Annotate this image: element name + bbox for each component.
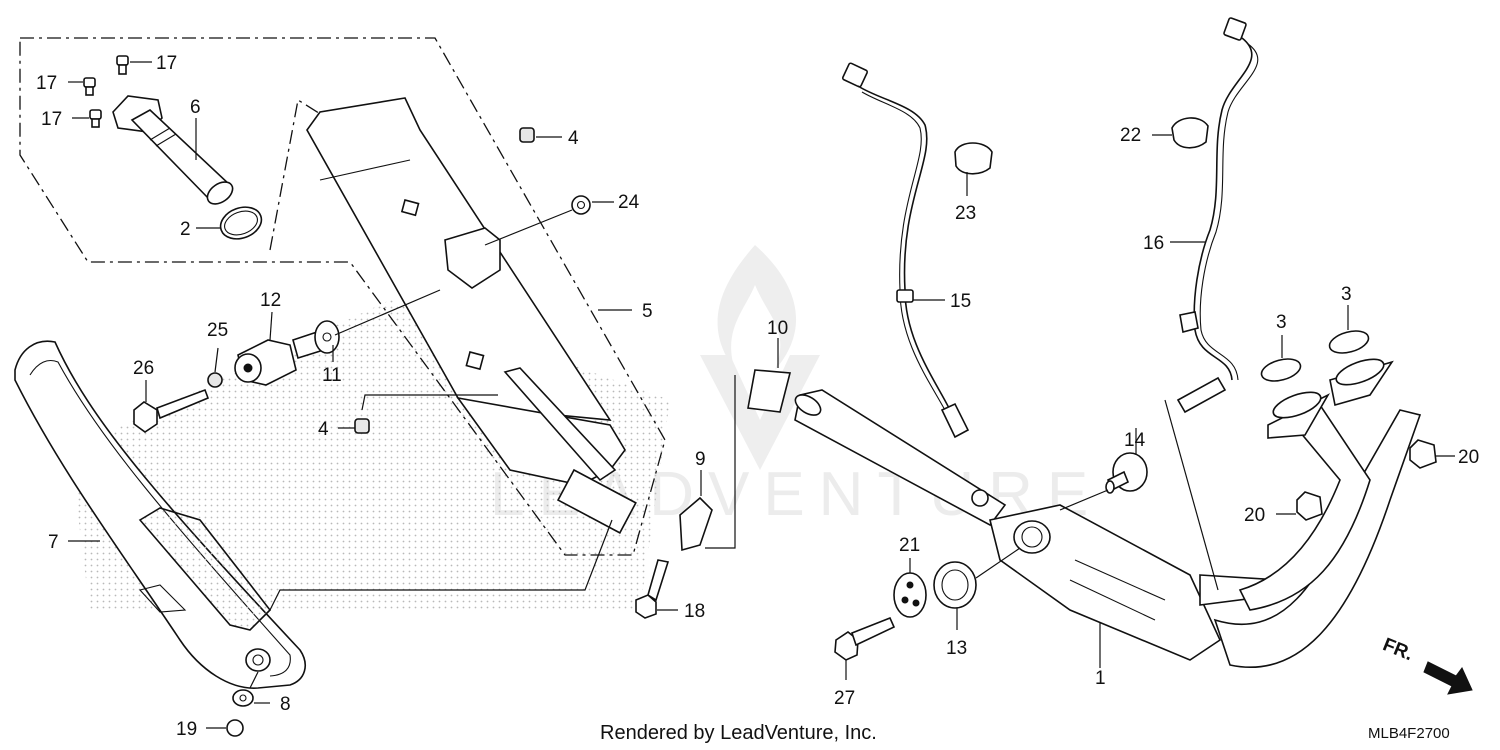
callout-2: 2 <box>180 219 191 240</box>
callout-22: 22 <box>1120 125 1141 146</box>
leader-lines-left <box>269 519 613 611</box>
muffler-5 <box>306 97 637 534</box>
callout-4: 4 <box>318 419 329 440</box>
callout-19: 19 <box>176 719 197 740</box>
callout-3: 3 <box>1341 284 1352 305</box>
render-credit: Rendered by LeadVenture, Inc. <box>600 722 877 744</box>
callout-24: 24 <box>618 192 640 213</box>
callout-1: 1 <box>1095 668 1106 689</box>
callout-17: 17 <box>156 53 177 74</box>
callout-6: 6 <box>190 97 201 118</box>
callout-8: 8 <box>280 694 291 715</box>
mount-hardware <box>133 289 441 433</box>
grommet-8 <box>232 671 270 707</box>
bolt-17-group <box>68 55 152 128</box>
callout-25: 25 <box>207 320 228 341</box>
callout-12: 12 <box>260 290 281 311</box>
callout-17: 17 <box>36 73 57 94</box>
bracket-9 <box>679 470 713 552</box>
callout-16: 16 <box>1143 233 1164 254</box>
diagram-code: MLB4F2700 <box>1368 725 1450 742</box>
leader-10-9 <box>705 375 736 549</box>
stud-plate-14 <box>1059 428 1148 511</box>
callout-10: 10 <box>767 318 788 339</box>
plate-21 <box>893 558 927 618</box>
callout-17: 17 <box>41 109 62 130</box>
front-direction-indicator: FR. <box>1380 634 1473 695</box>
callout-labels: 17 17 17 6 2 4 24 5 12 25 26 11 4 10 9 7… <box>36 53 1479 740</box>
baffle-tube-6 <box>112 95 234 205</box>
gasket-ring-2 <box>196 206 263 240</box>
gasket-3-group <box>1260 305 1370 382</box>
nut-24 <box>484 195 614 246</box>
sensor-cable-16 <box>1164 17 1259 591</box>
callout-5: 5 <box>642 301 653 322</box>
callout-27: 27 <box>834 688 855 709</box>
nut-19 <box>206 719 244 737</box>
heat-shield-7 <box>14 340 306 689</box>
callout-7: 7 <box>48 532 59 553</box>
exhaust-pipe-1 <box>794 358 1422 669</box>
bolt-27 <box>834 616 896 680</box>
callout-13: 13 <box>946 638 967 659</box>
callout-14: 14 <box>1124 430 1146 451</box>
sensor-cable-15 <box>841 62 970 439</box>
clamp-23 <box>954 142 993 196</box>
fr-label: FR. <box>1380 634 1416 665</box>
callout-23: 23 <box>955 203 976 224</box>
gasket-10 <box>747 338 792 413</box>
clamp-22 <box>1152 117 1209 149</box>
callout-11: 11 <box>322 365 342 386</box>
callout-26: 26 <box>133 358 154 379</box>
callout-21: 21 <box>899 535 920 556</box>
callout-20: 20 <box>1458 447 1479 468</box>
group-outline-muffler <box>19 37 666 556</box>
callout-15: 15 <box>950 291 971 312</box>
callout-4: 4 <box>568 128 579 149</box>
callout-9: 9 <box>695 449 706 470</box>
callout-20: 20 <box>1244 505 1265 526</box>
arrow-right-icon <box>1423 661 1473 695</box>
callout-18: 18 <box>684 601 705 622</box>
callout-3: 3 <box>1276 312 1287 333</box>
collar-4-group <box>338 127 562 434</box>
bolt-18 <box>635 559 678 619</box>
nut-20-group <box>1276 439 1455 521</box>
gasket-13 <box>933 547 1021 630</box>
